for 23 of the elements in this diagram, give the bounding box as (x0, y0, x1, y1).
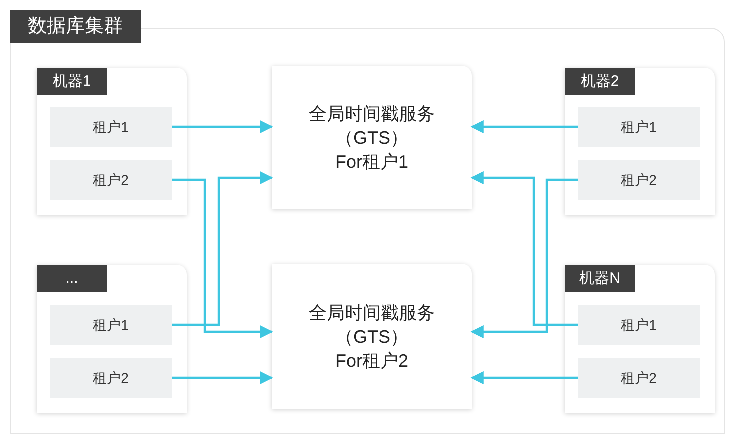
tenant-box: 租户2 (50, 160, 172, 200)
machine-label: ... (37, 265, 107, 292)
machine-label: 机器1 (37, 68, 107, 95)
machine-card (565, 265, 715, 413)
machine-card (37, 68, 187, 215)
machine-label: 机器N (565, 265, 635, 292)
arrow (172, 120, 274, 134)
cluster-title: 数据库集群 (10, 10, 141, 43)
service-box: 全局时间戳服务（GTS）For租户2 (272, 264, 472, 409)
machine-label: 机器2 (565, 68, 635, 95)
service-box: 全局时间戳服务（GTS）For租户1 (272, 66, 472, 209)
tenant-box: 租户1 (50, 305, 172, 345)
machine-card (565, 68, 715, 215)
tenant-box: 租户2 (50, 358, 172, 398)
tenant-box: 租户1 (578, 107, 700, 147)
arrow (172, 371, 274, 385)
arrow (470, 371, 578, 385)
tenant-box: 租户2 (578, 160, 700, 200)
machine-card (37, 265, 187, 413)
tenant-box: 租户1 (50, 107, 172, 147)
tenant-box: 租户2 (578, 358, 700, 398)
arrow (470, 120, 578, 134)
tenant-box: 租户1 (578, 305, 700, 345)
